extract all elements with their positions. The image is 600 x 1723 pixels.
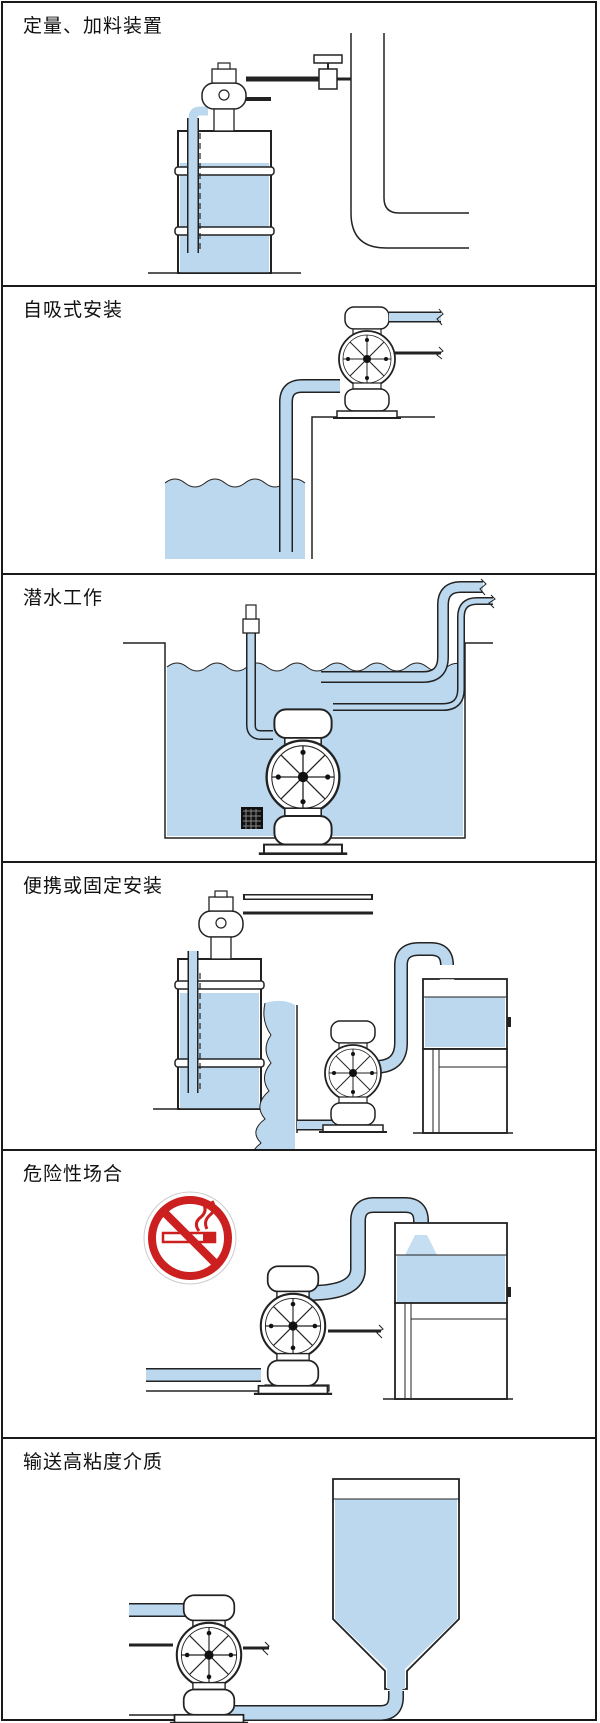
no-smoking-icon: [143, 1191, 237, 1285]
high-viscosity-diagram: [129, 1478, 460, 1723]
panel-high-viscosity: 输送高粘度介质: [1, 1437, 597, 1723]
panel-title: 潜水工作: [23, 587, 104, 609]
portable-fixed-diagram: [153, 890, 513, 1153]
panel-metering-feeding: 定量、加料装置: [1, 1, 597, 287]
self-priming-diagram: [164, 306, 444, 559]
panel-submerged: 潜水工作: [1, 573, 597, 863]
panel-title: 定量、加料装置: [23, 15, 164, 37]
panel-portable-fixed: 便携或固定安装: [1, 861, 597, 1153]
panel-title: 输送高粘度介质: [23, 1451, 164, 1473]
panel-title: 便携或固定安装: [23, 875, 164, 897]
metering-feeding-diagram: [148, 33, 469, 274]
submerged-diagram: [123, 578, 496, 856]
panel-title: 自吸式安装: [23, 299, 124, 321]
hazardous-diagram: [143, 1191, 513, 1400]
panel-hazardous: 危险性场合: [1, 1149, 597, 1439]
panel-self-priming: 自吸式安装: [1, 285, 597, 575]
panel-title: 危险性场合: [23, 1163, 124, 1185]
